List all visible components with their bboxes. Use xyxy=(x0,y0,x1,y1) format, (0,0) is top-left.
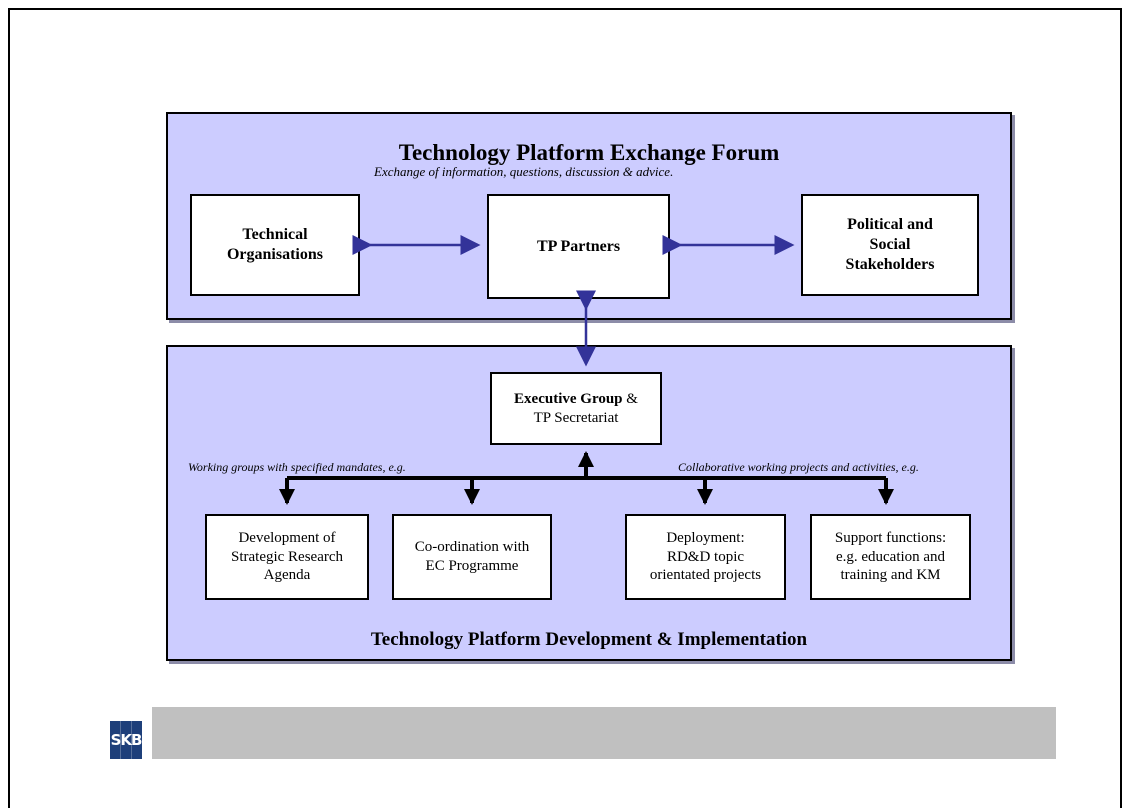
collaborative-projects-caption: Collaborative working projects and activ… xyxy=(678,460,919,474)
skb-logo-text: SKB xyxy=(110,731,143,749)
implementation-panel: Technology Platform Development & Implem… xyxy=(166,345,1012,661)
sub-box-strategic-research: Development of Strategic Research Agenda xyxy=(205,514,369,600)
exchange-forum-subtitle: Exchange of information, questions, disc… xyxy=(374,164,674,179)
executive-group-box: Executive Group & TP Secretariat xyxy=(490,372,662,445)
footer-bar xyxy=(152,707,1056,759)
tp-partners-label: TP Partners xyxy=(536,237,621,255)
technical-organisations-line1: Technical xyxy=(242,226,308,243)
technical-organisations-line2: Organisations xyxy=(226,246,323,263)
executive-amp: & xyxy=(622,390,638,407)
sub-box-support-functions: Support functions: e.g. education and tr… xyxy=(810,514,971,600)
tp-secretariat-label: TP Secretariat xyxy=(533,409,619,426)
stakeholders-line1: Political and xyxy=(847,216,933,233)
skb-logo: SKB xyxy=(110,721,142,759)
exchange-forum-title: Technology Platform Exchange Forum xyxy=(398,140,780,165)
political-social-stakeholders-box: Political and Social Stakeholders xyxy=(801,194,979,296)
slide-frame xyxy=(8,8,1122,808)
stakeholders-line2: Social xyxy=(869,236,911,253)
working-groups-caption: Working groups with specified mandates, … xyxy=(188,460,406,474)
stakeholders-line3: Stakeholders xyxy=(845,256,935,273)
executive-group-label: Executive Group xyxy=(514,390,623,407)
implementation-title: Technology Platform Development & Implem… xyxy=(370,629,808,650)
sub-box-ec-coordination: Co-ordination with EC Programme xyxy=(392,514,552,600)
sub-box-deployment: Deployment: RD&D topic orientated projec… xyxy=(625,514,786,600)
logo-stripes xyxy=(110,721,142,759)
